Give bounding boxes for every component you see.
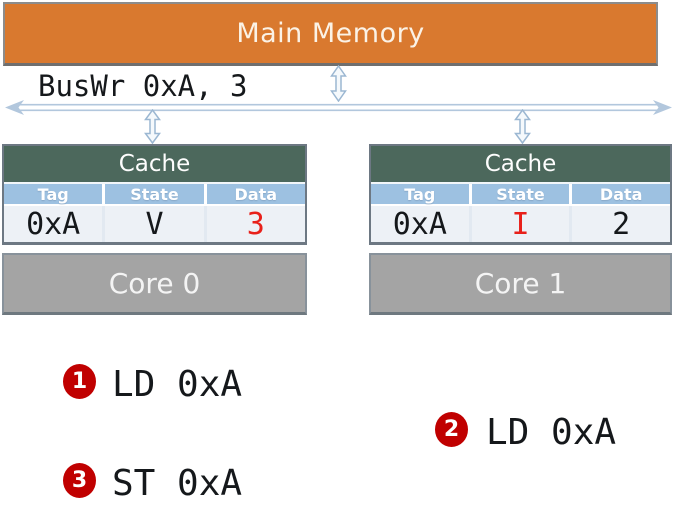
cache0-column-headers: Tag State Data [4, 182, 305, 204]
core1-box: Core 1 [369, 253, 672, 315]
cache0-data-value: 3 [203, 206, 305, 242]
cache0-table: Cache Tag State Data 0xA V 3 [2, 144, 307, 245]
core1-label: Core 1 [474, 267, 567, 300]
cache0-state-value: V [102, 206, 203, 242]
step2-badge: 2 [435, 412, 468, 447]
step1-instruction: LD 0xA [112, 364, 243, 405]
cache0-entry-row: 0xA V 3 [4, 204, 305, 242]
cache0-title: Cache [4, 146, 305, 182]
cache1-col-data: Data [569, 184, 670, 204]
cache0-col-state: State [102, 184, 203, 204]
main-memory-label: Main Memory [236, 18, 425, 49]
cache0-col-tag: Tag [37, 184, 69, 204]
cache1-tag-value: 0xA [392, 206, 447, 242]
cache1-column-headers: Tag State Data [371, 182, 670, 204]
cache1-table: Cache Tag State Data 0xA I 2 [369, 144, 672, 245]
core0-label: Core 0 [108, 267, 201, 300]
cache1-bus-arrow-icon [514, 109, 531, 144]
cache1-data-value: 2 [569, 206, 670, 242]
cache1-col-state: State [468, 184, 570, 204]
cache1-title: Cache [371, 146, 670, 182]
step1-badge: 1 [63, 364, 96, 399]
cache1-col-tag: Tag [404, 184, 436, 204]
core0-box: Core 0 [2, 253, 307, 315]
cache1-entry-row: 0xA I 2 [371, 204, 670, 242]
cache0-tag-value: 0xA [26, 206, 81, 242]
bus-line-icon [5, 100, 672, 115]
step3-badge: 3 [63, 463, 96, 498]
step3-instruction: ST 0xA [112, 463, 243, 504]
cache0-bus-arrow-icon [144, 109, 161, 144]
memory-bus-arrow-icon [330, 65, 347, 102]
step2-instruction: LD 0xA [486, 412, 617, 453]
cache0-col-data: Data [203, 184, 305, 204]
cache1-state-value: I [468, 206, 570, 242]
bus-transaction-label: BusWr 0xA, 3 [38, 69, 248, 103]
main-memory-box: Main Memory [3, 2, 658, 66]
